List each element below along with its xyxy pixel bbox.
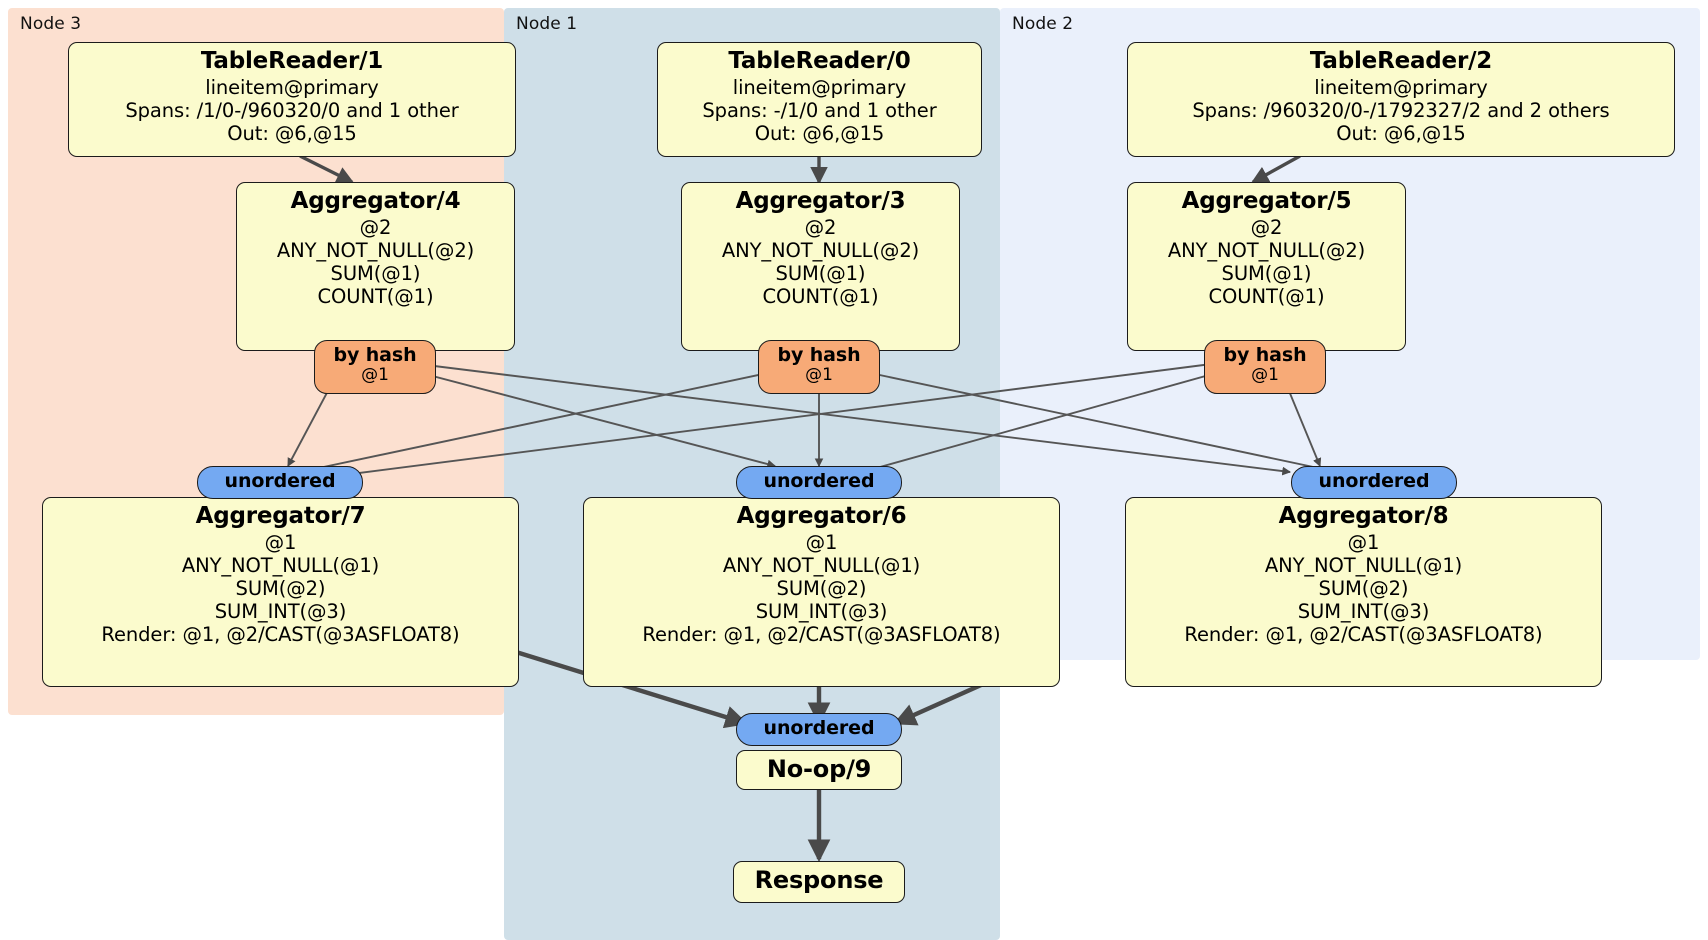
node-panel-label: Node 3 bbox=[20, 14, 82, 34]
processor-title: TableReader/1 bbox=[200, 48, 384, 74]
synchronizer-label: unordered bbox=[224, 470, 336, 492]
processor-line: @1 bbox=[264, 531, 297, 555]
processor-line: Render: @1, @2/CAST(@3ASFLOAT8) bbox=[101, 623, 460, 647]
synchronizer-label: unordered bbox=[763, 470, 875, 492]
processor-line: Spans: -/1/0 and 1 other bbox=[702, 99, 937, 123]
processor-line: SUM(@1) bbox=[775, 262, 866, 286]
processor-title: Aggregator/3 bbox=[735, 188, 906, 214]
processor-line: Spans: /1/0-/960320/0 and 1 other bbox=[125, 99, 459, 123]
processor-noop-9[interactable]: No-op/9 bbox=[736, 750, 902, 790]
processor-line: Out: @6,@15 bbox=[754, 122, 885, 146]
processor-line: Out: @6,@15 bbox=[1336, 122, 1466, 146]
processor-aggregator-6[interactable]: Aggregator/6 @1 ANY_NOT_NULL(@1) SUM(@2)… bbox=[583, 497, 1060, 687]
processor-line: @2 bbox=[359, 216, 392, 240]
processor-line: ANY_NOT_NULL(@1) bbox=[181, 554, 380, 578]
processor-line: Render: @1, @2/CAST(@3ASFLOAT8) bbox=[1184, 623, 1543, 647]
router-by-hash-center[interactable]: by hash @1 bbox=[758, 340, 880, 394]
processor-aggregator-8[interactable]: Aggregator/8 @1 ANY_NOT_NULL(@1) SUM(@2)… bbox=[1125, 497, 1602, 687]
processor-line: Out: @6,@15 bbox=[227, 122, 357, 146]
processor-line: Render: @1, @2/CAST(@3ASFLOAT8) bbox=[642, 623, 1001, 647]
processor-title: Response bbox=[754, 866, 884, 894]
node-panel-label: Node 1 bbox=[516, 14, 578, 34]
processor-tablereader-2[interactable]: TableReader/2 lineitem@primary Spans: /9… bbox=[1127, 42, 1675, 157]
processor-aggregator-3[interactable]: Aggregator/3 @2 ANY_NOT_NULL(@2) SUM(@1)… bbox=[681, 182, 960, 351]
processor-aggregator-4[interactable]: Aggregator/4 @2 ANY_NOT_NULL(@2) SUM(@1)… bbox=[236, 182, 515, 351]
router-by-hash-right[interactable]: by hash @1 bbox=[1204, 340, 1326, 394]
processor-tablereader-1[interactable]: TableReader/1 lineitem@primary Spans: /1… bbox=[68, 42, 516, 157]
processor-line: lineitem@primary bbox=[205, 76, 379, 100]
processor-title: Aggregator/4 bbox=[290, 188, 461, 214]
processor-title: Aggregator/8 bbox=[1278, 503, 1449, 529]
processor-title: No-op/9 bbox=[766, 755, 872, 783]
processor-line: SUM(@2) bbox=[235, 577, 326, 601]
synchronizer-label: unordered bbox=[763, 717, 875, 739]
synchronizer-unordered-center[interactable]: unordered bbox=[736, 466, 902, 499]
processor-aggregator-7[interactable]: Aggregator/7 @1 ANY_NOT_NULL(@1) SUM(@2)… bbox=[42, 497, 519, 687]
processor-line: Spans: /960320/0-/1792327/2 and 2 others bbox=[1192, 99, 1610, 123]
synchronizer-unordered-left[interactable]: unordered bbox=[197, 466, 363, 499]
processor-line: @2 bbox=[804, 216, 837, 240]
processor-title: Aggregator/5 bbox=[1181, 188, 1352, 214]
processor-title: TableReader/0 bbox=[728, 48, 911, 74]
processor-line: SUM(@1) bbox=[1221, 262, 1312, 286]
processor-line: ANY_NOT_NULL(@2) bbox=[1167, 239, 1366, 263]
processor-title: TableReader/2 bbox=[1309, 48, 1493, 74]
processor-line: SUM(@1) bbox=[330, 262, 421, 286]
processor-line: lineitem@primary bbox=[1314, 76, 1488, 100]
router-column: @1 bbox=[805, 365, 833, 386]
processor-line: ANY_NOT_NULL(@1) bbox=[1264, 554, 1463, 578]
processor-line: SUM_INT(@3) bbox=[214, 600, 347, 624]
processor-line: lineitem@primary bbox=[732, 76, 907, 100]
processor-line: ANY_NOT_NULL(@2) bbox=[276, 239, 475, 263]
processor-line: COUNT(@1) bbox=[317, 285, 434, 309]
processor-line: ANY_NOT_NULL(@1) bbox=[722, 554, 921, 578]
router-column: @1 bbox=[361, 365, 389, 386]
processor-aggregator-5[interactable]: Aggregator/5 @2 ANY_NOT_NULL(@2) SUM(@1)… bbox=[1127, 182, 1406, 351]
processor-line: COUNT(@1) bbox=[1208, 285, 1325, 309]
synchronizer-unordered-right[interactable]: unordered bbox=[1291, 466, 1457, 499]
synchronizer-label: unordered bbox=[1318, 470, 1430, 492]
router-by-hash-left[interactable]: by hash @1 bbox=[314, 340, 436, 394]
router-label: by hash bbox=[1223, 344, 1307, 366]
node-panel-label: Node 2 bbox=[1012, 14, 1074, 34]
processor-line: @1 bbox=[1347, 531, 1380, 555]
processor-line: @1 bbox=[805, 531, 838, 555]
processor-response[interactable]: Response bbox=[733, 861, 905, 903]
router-label: by hash bbox=[333, 344, 417, 366]
processor-line: SUM(@2) bbox=[776, 577, 867, 601]
processor-line: SUM_INT(@3) bbox=[1297, 600, 1430, 624]
processor-title: Aggregator/7 bbox=[195, 503, 366, 529]
processor-title: Aggregator/6 bbox=[736, 503, 907, 529]
processor-line: @2 bbox=[1250, 216, 1283, 240]
processor-line: SUM_INT(@3) bbox=[755, 600, 888, 624]
router-label: by hash bbox=[777, 344, 861, 366]
processor-line: COUNT(@1) bbox=[762, 285, 879, 309]
processor-tablereader-0[interactable]: TableReader/0 lineitem@primary Spans: -/… bbox=[657, 42, 982, 157]
synchronizer-unordered-final[interactable]: unordered bbox=[736, 713, 902, 746]
processor-line: ANY_NOT_NULL(@2) bbox=[721, 239, 920, 263]
router-column: @1 bbox=[1251, 365, 1279, 386]
processor-line: SUM(@2) bbox=[1318, 577, 1409, 601]
